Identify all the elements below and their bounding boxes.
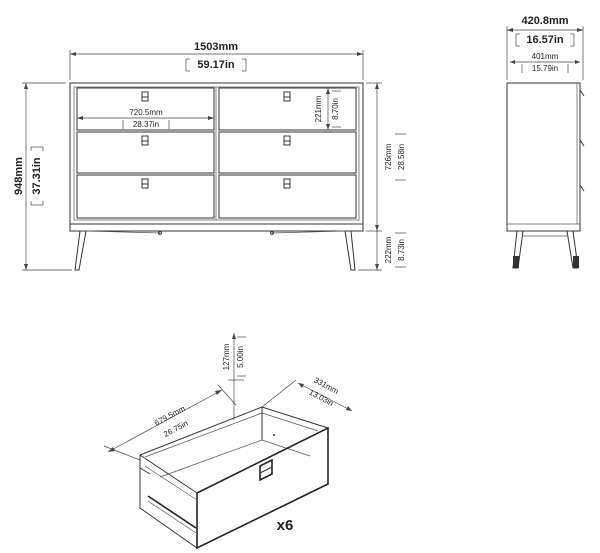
- drawer-length-dimension: 679.5mm 26.75in: [103, 384, 237, 461]
- drawer-front-left-2: [76, 131, 215, 174]
- leg-height-mm: 222mm: [384, 236, 393, 263]
- drawer-front-right-1: [218, 87, 357, 131]
- drawer-height-dimension: 221mm 8.70in: [314, 88, 341, 130]
- side-depth-in: 16.57in: [526, 34, 564, 46]
- drawer-width-dimension: 720.5mm 28.37in: [77, 108, 214, 129]
- front-width-dimension: 1503mm 59.17in: [69, 41, 364, 80]
- drawer-height-detail-dimension: 127mm 5.00in: [222, 333, 246, 420]
- side-legs: [512, 230, 579, 269]
- side-view: 420.8mm 16.57in 401mm 15.79in: [506, 15, 585, 269]
- drawer-front-right-3: [218, 174, 357, 219]
- front-height-in: 37.31in: [31, 157, 43, 195]
- side-drawer-fronts: [579, 89, 585, 192]
- drawer-height-in: 5.00in: [236, 346, 245, 368]
- side-inner-depth-dimension: 401mm 15.79in: [510, 52, 580, 73]
- front-width-mm: 1503mm: [194, 41, 238, 53]
- front-width-in: 59.17in: [197, 59, 235, 71]
- drawer-height-mm: 221mm: [314, 95, 323, 122]
- body-height-mm: 726mm: [384, 143, 393, 170]
- drawer-width-mm: 720.5mm: [129, 108, 163, 117]
- body-height-in: 28.58in: [397, 144, 406, 170]
- cabinet-legs: [74, 230, 356, 271]
- drawer-front-right-2: [218, 131, 357, 174]
- side-inner-depth-mm: 401mm: [532, 52, 559, 61]
- drawer-front-left-1: [76, 87, 215, 131]
- cabinet-inner-frame: [73, 86, 360, 221]
- body-height-dimension: 726mm 28.58in: [366, 82, 406, 232]
- side-inner-depth-in: 15.79in: [532, 64, 558, 73]
- drawer-height-mm: 127mm: [222, 343, 231, 370]
- side-depth-mm: 420.8mm: [521, 15, 568, 27]
- drawer-box: [139, 406, 329, 550]
- cabinet-plinth: [69, 223, 364, 232]
- drawer-handle-icon: [141, 91, 291, 189]
- leg-height-dimension: 222mm 8.73in: [358, 231, 406, 271]
- drawer-height-in: 8.70in: [331, 98, 340, 120]
- drawer-depth-dimension: 331mm 13.03in: [261, 376, 353, 412]
- drawer-quantity: x6: [277, 517, 294, 534]
- side-depth-dimension: 420.8mm 16.57in: [506, 15, 584, 80]
- leg-height-in: 8.73in: [397, 239, 406, 261]
- drawer-detail: 679.5mm 26.75in 331mm 13.03in 127mm 5.00…: [103, 333, 353, 550]
- front-view: 1503mm 59.17in 720.5mm 28.37in 221mm 8.7…: [13, 41, 406, 271]
- front-height-mm: 948mm: [13, 157, 25, 195]
- drawer-front-left-3: [76, 174, 215, 219]
- drawer-width-in: 28.37in: [133, 120, 159, 129]
- side-body: [506, 82, 581, 232]
- front-height-dimension: 948mm 37.31in: [13, 82, 72, 271]
